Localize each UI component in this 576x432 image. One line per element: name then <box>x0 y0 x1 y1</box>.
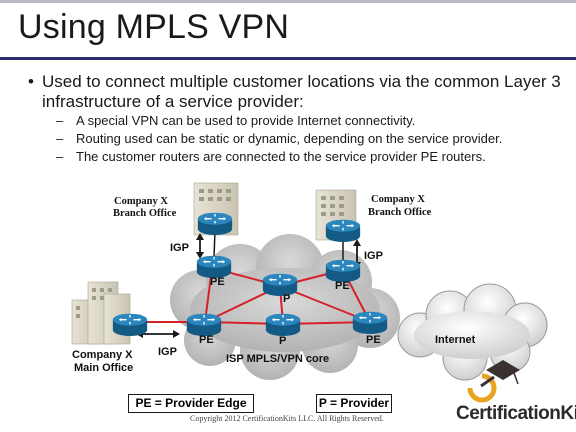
internet-label: Internet <box>435 334 476 346</box>
main-bullet-text: Used to connect multiple customer locati… <box>42 72 561 111</box>
bullet-dot-icon: • <box>28 72 34 91</box>
p-router-bottom-icon <box>265 312 301 336</box>
pe-router-left-top-icon <box>196 254 232 278</box>
branch-left-label-line1: Company X <box>114 196 168 207</box>
main-office-label-line1: Company X <box>72 349 133 361</box>
sub-bullet-text: A special VPN can be used to provide Int… <box>76 113 416 128</box>
pe-router-left-bottom-icon <box>186 312 222 336</box>
top-rule <box>0 0 576 3</box>
pe-router-right-bottom-icon <box>352 310 388 334</box>
pe-label-left-bottom: PE <box>199 334 214 346</box>
copyright-text: Copyright 2012 CertificationKits LLC. Al… <box>190 414 384 423</box>
sub-bullet-text: The customer routers are connected to th… <box>76 149 486 164</box>
branch-left-label-line2: Branch Office <box>113 208 177 219</box>
main-office-label-line2: Main Office <box>74 362 133 374</box>
slide-title: Using MPLS VPN <box>18 8 290 46</box>
dash-icon: – <box>56 113 64 128</box>
pe-router-right-top-icon <box>325 258 361 282</box>
legend-p: P = Provider <box>316 394 392 413</box>
certificationkits-logo-icon <box>467 360 520 403</box>
isp-core-cloud <box>170 234 400 380</box>
igp-label-right: IGP <box>364 250 383 262</box>
p-label-bottom: P <box>279 335 286 347</box>
igp-label-left: IGP <box>170 242 189 254</box>
arrow-up-icon <box>196 233 204 240</box>
isp-core-label: ISP MPLS/VPN core <box>226 353 329 365</box>
ce-router-branch-left-icon <box>197 211 233 235</box>
arrow-down-icon <box>196 252 204 259</box>
sub-bullet-text: Routing used can be static or dynamic, d… <box>76 131 503 146</box>
legend-pe: PE = Provider Edge <box>128 394 254 413</box>
ce-router-main-office-icon <box>112 312 148 336</box>
branch-right-label-line1: Company X <box>371 194 425 205</box>
p-router-top-icon <box>262 272 298 296</box>
pe-label-right-top: PE <box>335 280 350 292</box>
logo-text: CertificationKits <box>456 403 576 424</box>
internet-cloud <box>397 283 548 381</box>
dash-icon: – <box>56 131 64 146</box>
title-rule <box>0 57 576 60</box>
ce-router-branch-right-icon <box>325 218 361 242</box>
branch-right-label-line2: Branch Office <box>368 207 432 218</box>
dash-icon: – <box>56 149 64 164</box>
pe-label-right-bottom: PE <box>366 334 381 346</box>
pe-label-left-top: PE <box>210 276 225 288</box>
p-label-top: P <box>283 293 290 305</box>
arrow-up-icon <box>353 239 361 246</box>
arrow-right-icon <box>173 330 180 338</box>
igp-label-main: IGP <box>158 346 177 358</box>
